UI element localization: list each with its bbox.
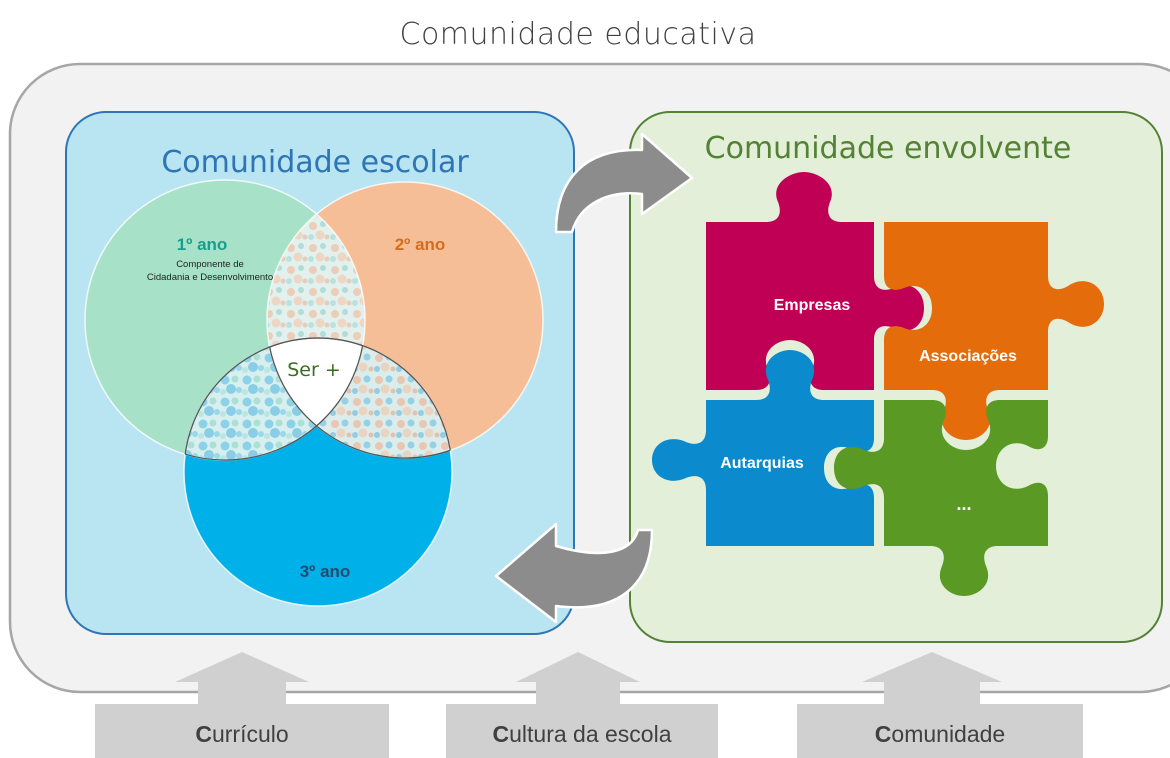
puzzle-piece-empresas: [706, 172, 924, 390]
bottom-label-curriculo: Currículo: [195, 721, 288, 747]
arrow-school-to-surrounding: [554, 132, 694, 234]
center-intersection: [267, 338, 452, 458]
bottom-arrow-curriculo: [95, 652, 389, 758]
puzzle-label-autarquias: Autarquias: [720, 455, 804, 472]
puzzle-label-associacoes: Associações: [919, 348, 1017, 365]
year2-year3-intersection: [267, 338, 452, 458]
surrounding-community-title: Comunidade envolvente: [705, 131, 1072, 166]
year3-label: 3º ano: [300, 562, 351, 581]
year2-label: 2º ano: [395, 235, 446, 254]
puzzle-piece-autarquias: [652, 350, 874, 546]
year1-subtitle-line2: Cidadania e Desenvolvimento: [147, 272, 273, 283]
puzzle-label-empresas: Empresas: [774, 297, 851, 314]
bottom-label-cultura: Cultura da escola: [492, 721, 671, 747]
puzzle-piece-associacoes: [884, 222, 1104, 440]
year1-label: 1º ano: [177, 235, 228, 254]
school-community-title: Comunidade escolar: [161, 145, 469, 180]
year1-subtitle-line1: Componente de: [176, 259, 244, 270]
puzzle-piece-more: [834, 400, 1048, 596]
center-label: Ser +: [287, 359, 341, 381]
diagram-title: Comunidade educativa: [400, 17, 757, 52]
puzzle: Empresas Associações Autarquias ...: [652, 172, 1104, 596]
arrow-surrounding-to-school: [494, 522, 654, 624]
bottom-arrow-comunidade: [797, 652, 1083, 758]
bottom-label-comunidade: Comunidade: [875, 721, 1005, 747]
puzzle-label-more: ...: [956, 494, 971, 514]
bottom-arrow-cultura: [446, 652, 718, 758]
year1-year3-intersection: [184, 338, 365, 460]
